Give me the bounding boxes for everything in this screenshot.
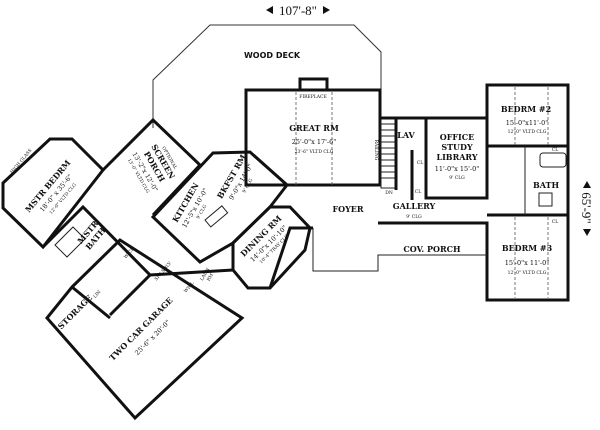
depth-dimension: 65'-9" — [579, 181, 594, 236]
kitchen-island — [204, 205, 229, 228]
great-rm-ceiling: 23'-6" VLTD CLG — [295, 149, 334, 155]
bathtub — [539, 152, 567, 168]
arrow-down-icon — [583, 229, 591, 236]
master-tub — [54, 226, 86, 258]
width-label: 107'-8" — [279, 3, 317, 18]
office-room — [424, 116, 489, 200]
gallery-ceiling: 9' CLG — [406, 214, 422, 220]
kitchen-breakfast — [150, 150, 290, 264]
bedrm3-label: BEDRM #3 — [502, 243, 553, 253]
lin-label: LIN — [92, 289, 102, 300]
dn-label: DN — [385, 190, 393, 196]
arrow-right-icon — [323, 6, 330, 14]
dining-room — [231, 205, 312, 290]
office-label-line2: STUDY — [441, 142, 473, 152]
office-label-line3: LIBRARY — [436, 152, 477, 162]
bedrm2-size: 15'-0"x11'-0" — [506, 119, 548, 127]
width-dimension: 107'-8" — [266, 3, 330, 18]
bath-cl-bottom: CL — [552, 219, 558, 225]
fireplace-label: FIREPLACE — [299, 94, 327, 100]
laun-line2: RM — [206, 272, 215, 282]
arrow-up-icon — [583, 181, 591, 188]
office-label-line1: OFFICE — [440, 132, 475, 142]
bath-label: BATH — [533, 180, 559, 190]
gallery-cl2: CL — [415, 189, 421, 195]
cov-porch-label: COV. PORCH — [403, 244, 461, 254]
great-rm-label: GREAT RM — [289, 123, 339, 133]
bedrm2-ceiling: 12'-0" VLTD CLG — [508, 129, 547, 135]
right-wing-walls — [378, 83, 570, 302]
gallery-cl1: CL — [417, 160, 423, 166]
covered-porch — [312, 228, 487, 272]
railing-label: RAILING — [373, 140, 379, 161]
shower — [538, 192, 553, 207]
great-rm-size: 25'-0"x 17'-6" — [292, 138, 337, 146]
master-bath-walls — [41, 204, 153, 317]
depth-label: 65'-9" — [579, 192, 594, 223]
gallery-label: GALLERY — [393, 201, 436, 211]
bedrm2-label: BEDRM #2 — [501, 104, 551, 114]
bedrm3-ceiling: 12'-0" VLTD CLG — [508, 270, 547, 276]
foyer-label: FOYER — [332, 204, 363, 214]
office-ceiling: 9' CLG — [449, 175, 465, 181]
bedrm3-size: 15'-0"x 11'-0" — [505, 259, 550, 267]
high-glass-label: HIGH GLASS — [9, 148, 33, 175]
fireplace — [298, 77, 329, 92]
wood-deck-label: WOOD DECK — [244, 51, 301, 60]
office-size: 11'-0"x 15'-0" — [435, 165, 480, 173]
arrow-left-icon — [266, 6, 273, 14]
bath-cl-top: CL — [552, 147, 558, 153]
wood-deck-outline — [152, 24, 382, 128]
stairs — [380, 117, 397, 189]
lav-label: LAV — [397, 130, 415, 140]
garage — [45, 238, 245, 421]
